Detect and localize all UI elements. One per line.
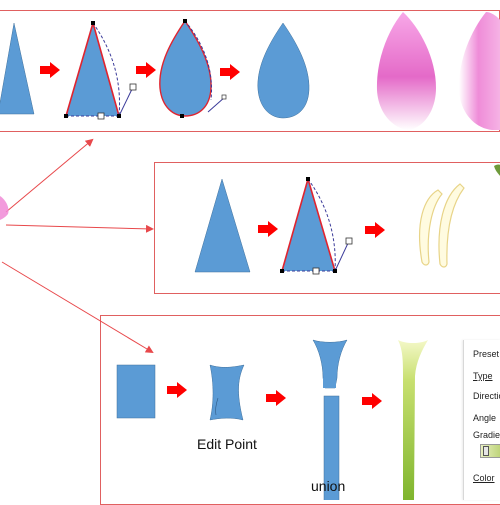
triangle-edit-points[interactable] [280,177,353,275]
union-bottom-shape[interactable] [323,395,340,500]
triangle-shape[interactable] [0,22,35,115]
stamen-shapes[interactable] [419,183,465,268]
gradient-stops-bar[interactable] [480,444,500,458]
leaf-fragment [494,164,500,176]
union-connector-shape[interactable] [323,378,336,388]
pink-petal-gradient[interactable] [376,12,436,130]
direction-label[interactable]: Directio [473,391,500,401]
rectangle-shape[interactable] [116,364,156,419]
triangle-shape[interactable] [194,178,251,273]
right-arrow-icon [220,64,240,80]
middle-section-frame [154,162,500,294]
format-shape-panel: Preset g Type Directio Angle Gradien Col… [463,340,500,500]
angle-label[interactable]: Angle [473,413,497,423]
preset-gradients-label[interactable]: Preset g [473,349,500,359]
right-arrow-icon [362,393,382,409]
union-label: union [311,478,346,494]
right-arrow-icon [266,390,286,406]
connector-lines [1,138,154,354]
right-arrow-icon [40,62,60,78]
teardrop-edit-points[interactable] [159,19,227,118]
edit-point-label: Edit Point [197,436,257,452]
right-arrow-icon [136,62,156,78]
calla-stem-shape[interactable] [398,340,428,500]
pink-petal-gradient[interactable] [458,12,500,130]
union-top-shape[interactable] [312,339,348,389]
right-arrow-icon [365,222,385,238]
color-label[interactable]: Color [473,473,495,483]
teardrop-shape[interactable] [257,22,310,119]
right-arrow-icon [167,382,187,398]
triangle-edit-points[interactable] [64,21,137,120]
gradient-stops-label: Gradien [473,430,500,440]
flower-fragment [0,196,9,220]
right-arrow-icon [258,221,278,237]
type-label[interactable]: Type [473,371,493,381]
edited-rectangle-shape[interactable] [209,364,245,421]
gradient-stop-handle[interactable] [483,446,489,456]
